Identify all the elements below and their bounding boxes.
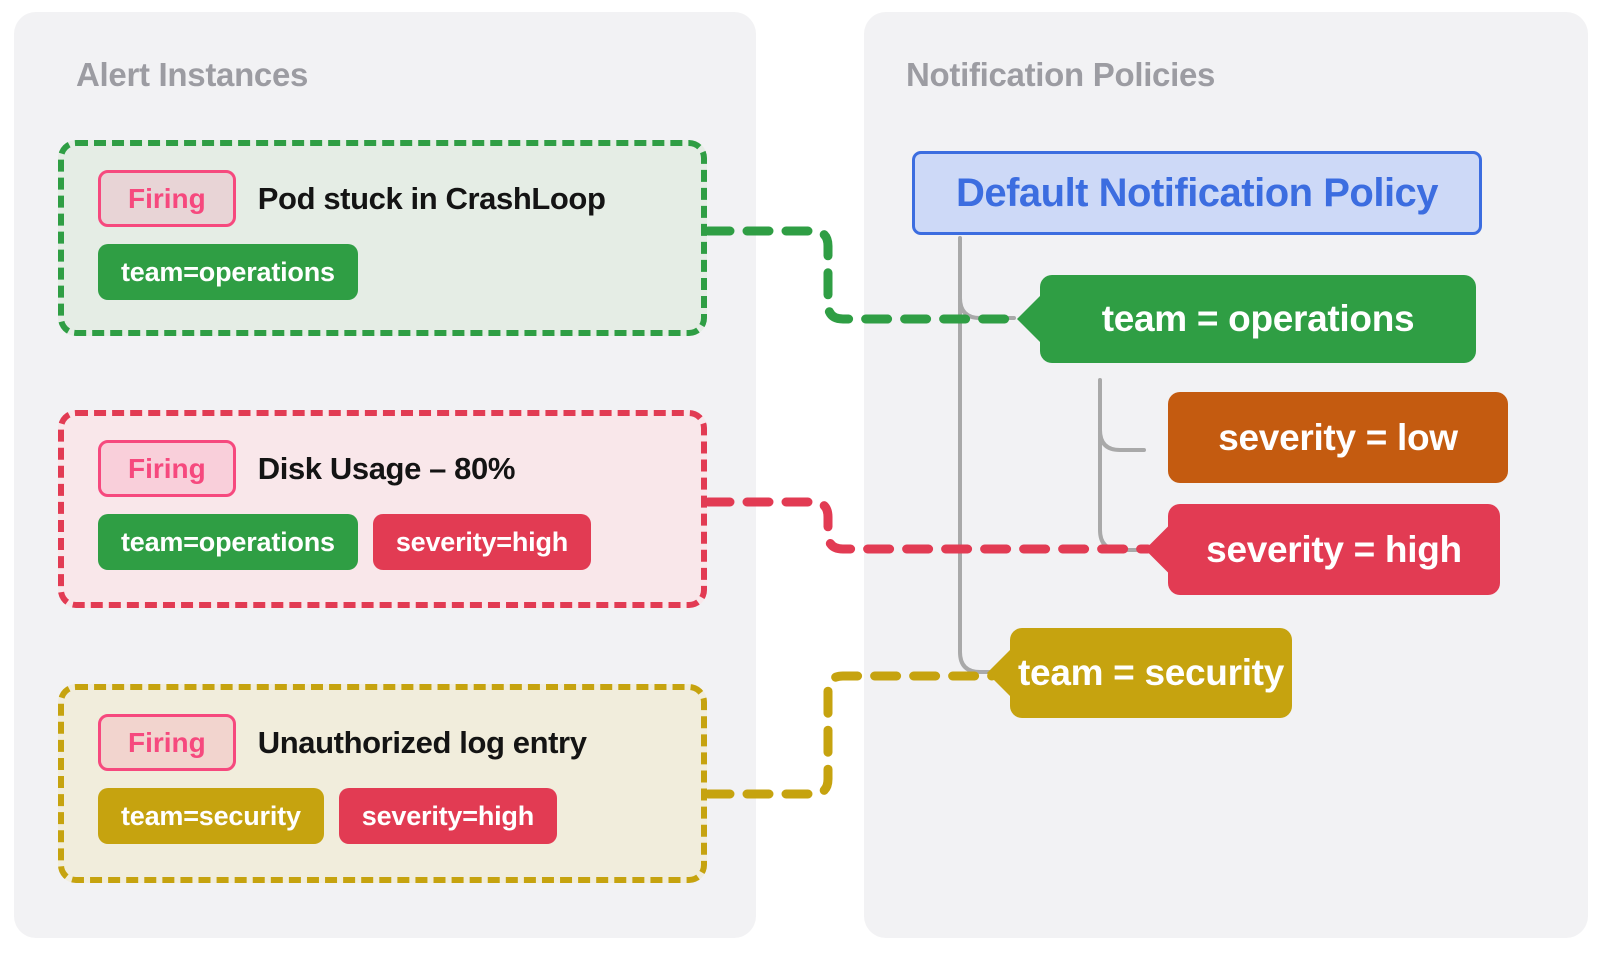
policy-matcher-severity-high: severity = high <box>1168 504 1500 595</box>
alert-title: Unauthorized log entry <box>257 724 587 760</box>
firing-status-badge: Firing <box>98 440 236 497</box>
policy-matcher-team-operations: team = operations <box>1040 275 1476 363</box>
alert-title: Disk Usage – 80% <box>257 450 516 486</box>
label-team-security: team=security <box>98 788 324 844</box>
alert-card-unauthorized-log: Firing Unauthorized log entry team=secur… <box>58 684 707 883</box>
notification-policies-title: Notification Policies <box>906 56 1216 93</box>
label-severity-high: severity=high <box>372 514 592 570</box>
alert-card-disk-usage: Firing Disk Usage – 80% team=operations … <box>58 410 707 608</box>
alert-instances-title: Alert Instances <box>76 56 309 93</box>
label-severity-high: severity=high <box>338 788 557 844</box>
label-team-operations: team=operations <box>98 514 358 570</box>
firing-status-badge: Firing <box>98 170 236 227</box>
default-notification-policy-box: Default Notification Policy <box>912 151 1482 235</box>
alert-card-crashloop: Firing Pod stuck in CrashLoop team=opera… <box>58 140 707 336</box>
label-team-operations: team=operations <box>98 244 358 300</box>
policy-matcher-severity-low: severity = low <box>1168 392 1508 483</box>
firing-status-badge: Firing <box>98 714 236 771</box>
policy-matcher-team-security: team = security <box>1010 628 1292 718</box>
alert-title: Pod stuck in CrashLoop <box>257 180 606 216</box>
